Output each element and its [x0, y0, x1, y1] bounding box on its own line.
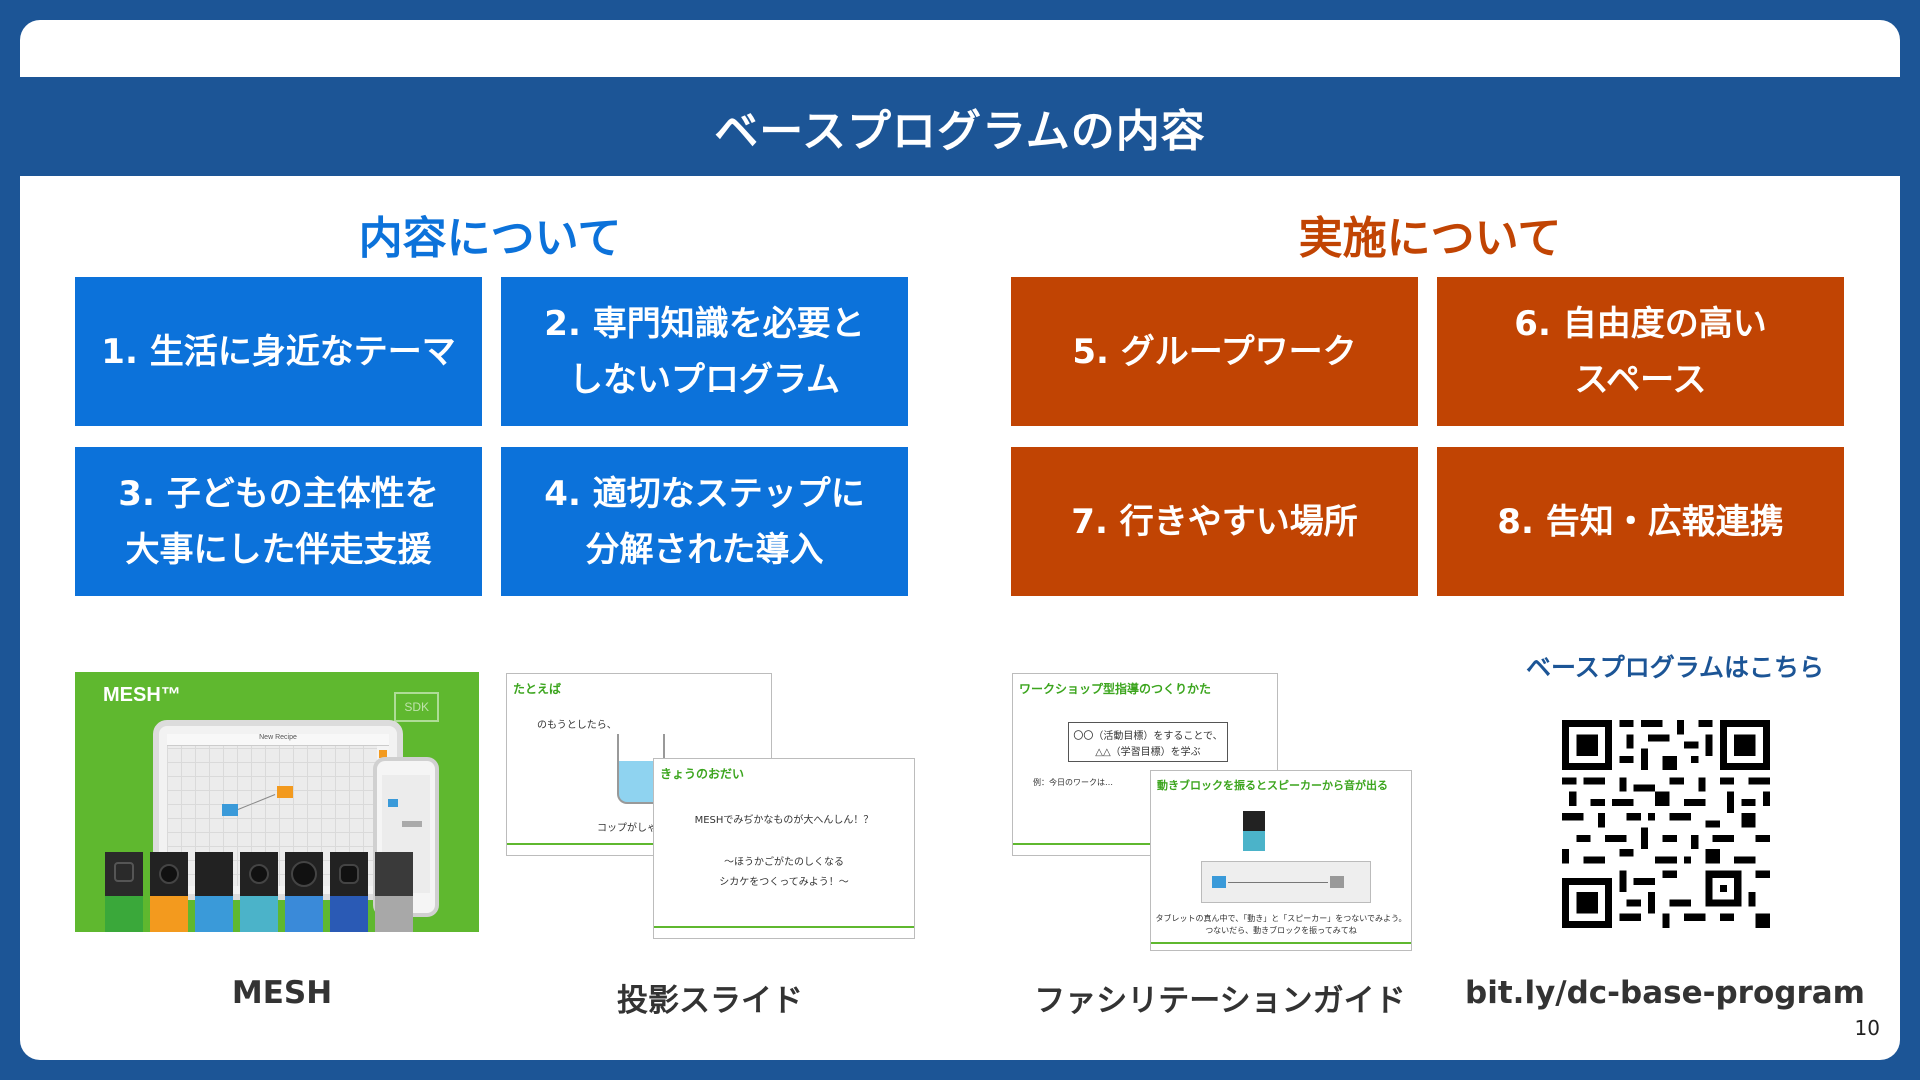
content-card-4: 4. 適切なステップに 分解された導入: [501, 447, 908, 596]
move-block-icon: [1243, 811, 1265, 851]
implementation-card-7: 7. 行きやすい場所: [1011, 447, 1418, 596]
mesh-block-brightness: [285, 852, 323, 932]
mesh-product-image: MESH™ SDK New Recipe: [75, 672, 479, 932]
mesh-block-move: [195, 852, 233, 932]
caption-slides: 投影スライド: [617, 983, 803, 1019]
implementation-card-8: 8. 告知・広報連携: [1437, 447, 1844, 596]
content-card-2: 2. 専門知識を必要と しないプログラム: [501, 277, 908, 426]
thumb-title: たとえば: [513, 682, 562, 696]
mesh-block-button: [105, 852, 143, 932]
thumb-text: 〇〇（活動目標）をすることで、: [1073, 731, 1223, 742]
page-number: 10: [1854, 1016, 1880, 1040]
thumb-text: コップがしゃ: [597, 823, 657, 834]
slide-thumbnail-theme: きょうのおだい MESHでみぢかなものが大へんしん！？ 〜ほうかごがたのしくなる…: [653, 758, 915, 939]
thumb-text: △△（学習目標）を学ぶ: [1095, 747, 1201, 758]
tablet-block-icon: [277, 786, 293, 798]
mesh-sdk-label: SDK: [394, 692, 439, 722]
mesh-block-gpio: [375, 852, 413, 932]
content-card-1: 1. 生活に身近なテーマ: [75, 277, 482, 426]
tablet-title: New Recipe: [167, 734, 389, 746]
qr-heading: ベースプログラムはこちら: [1525, 653, 1824, 682]
implementation-card-6: 6. 自由度の高い スペース: [1437, 277, 1844, 426]
tablet-connector: [237, 794, 276, 810]
thumb-text: のもうとしたら、: [537, 720, 617, 731]
guide-thumbnail-motion: 動きブロックを振るとスピーカーから音が出る タブレットの真ん中で、「動き」と「ス…: [1150, 770, 1412, 951]
thumb-text: つないだら、動きブロックを振ってみてね: [1205, 926, 1357, 935]
implementation-card-5: 5. グループワーク: [1011, 277, 1418, 426]
section-heading-content: 内容について: [358, 213, 622, 264]
caption-url[interactable]: bit.ly/dc-base-program: [1465, 975, 1865, 1011]
thumb-title: 動きブロックを振るとスピーカーから音が出る: [1157, 779, 1388, 792]
slide: ベースプログラムの内容 内容について 実施について 1. 生活に身近なテーマ 2…: [20, 20, 1900, 1060]
content-card-3: 3. 子どもの主体性を 大事にした伴走支援: [75, 447, 482, 596]
thumb-text: MESHでみぢかなものが大へんしん！？: [694, 815, 874, 826]
thumb-text: シカケをつくってみよう！〜: [719, 877, 849, 888]
mesh-block-temperature: [330, 852, 368, 932]
thumb-footer: [654, 926, 914, 928]
thumb-text: 〜ほうかごがたのしくなる: [724, 857, 844, 868]
slide-title: ベースプログラムの内容: [20, 77, 1900, 176]
thumb-text: タブレットの真ん中で、「動き」と「スピーカー」をつないでみよう。: [1155, 914, 1407, 923]
section-heading-implementation: 実施について: [1298, 213, 1562, 264]
qr-code-icon[interactable]: [1562, 720, 1770, 928]
thumb-footer: [507, 843, 771, 845]
mesh-block-motion: [240, 852, 278, 932]
mesh-block-led: [150, 852, 188, 932]
caption-mesh: MESH: [231, 975, 333, 1011]
thumb-title: ワークショップ型指導のつくりかた: [1019, 682, 1212, 696]
caption-guide: ファシリテーションガイド: [1034, 983, 1406, 1019]
thumb-canvas: [1201, 861, 1371, 903]
tablet-block-icon: [222, 804, 238, 816]
thumb-text: 例：今日のワークは…: [1033, 778, 1113, 787]
thumb-footer: [1151, 942, 1411, 944]
thumb-title: きょうのおだい: [660, 767, 745, 781]
thumb-box: 〇〇（活動目標）をすることで、 △△（学習目標）を学ぶ: [1068, 722, 1228, 762]
thumb-footer: [1013, 843, 1277, 845]
mesh-logo: MESH™: [103, 684, 181, 706]
